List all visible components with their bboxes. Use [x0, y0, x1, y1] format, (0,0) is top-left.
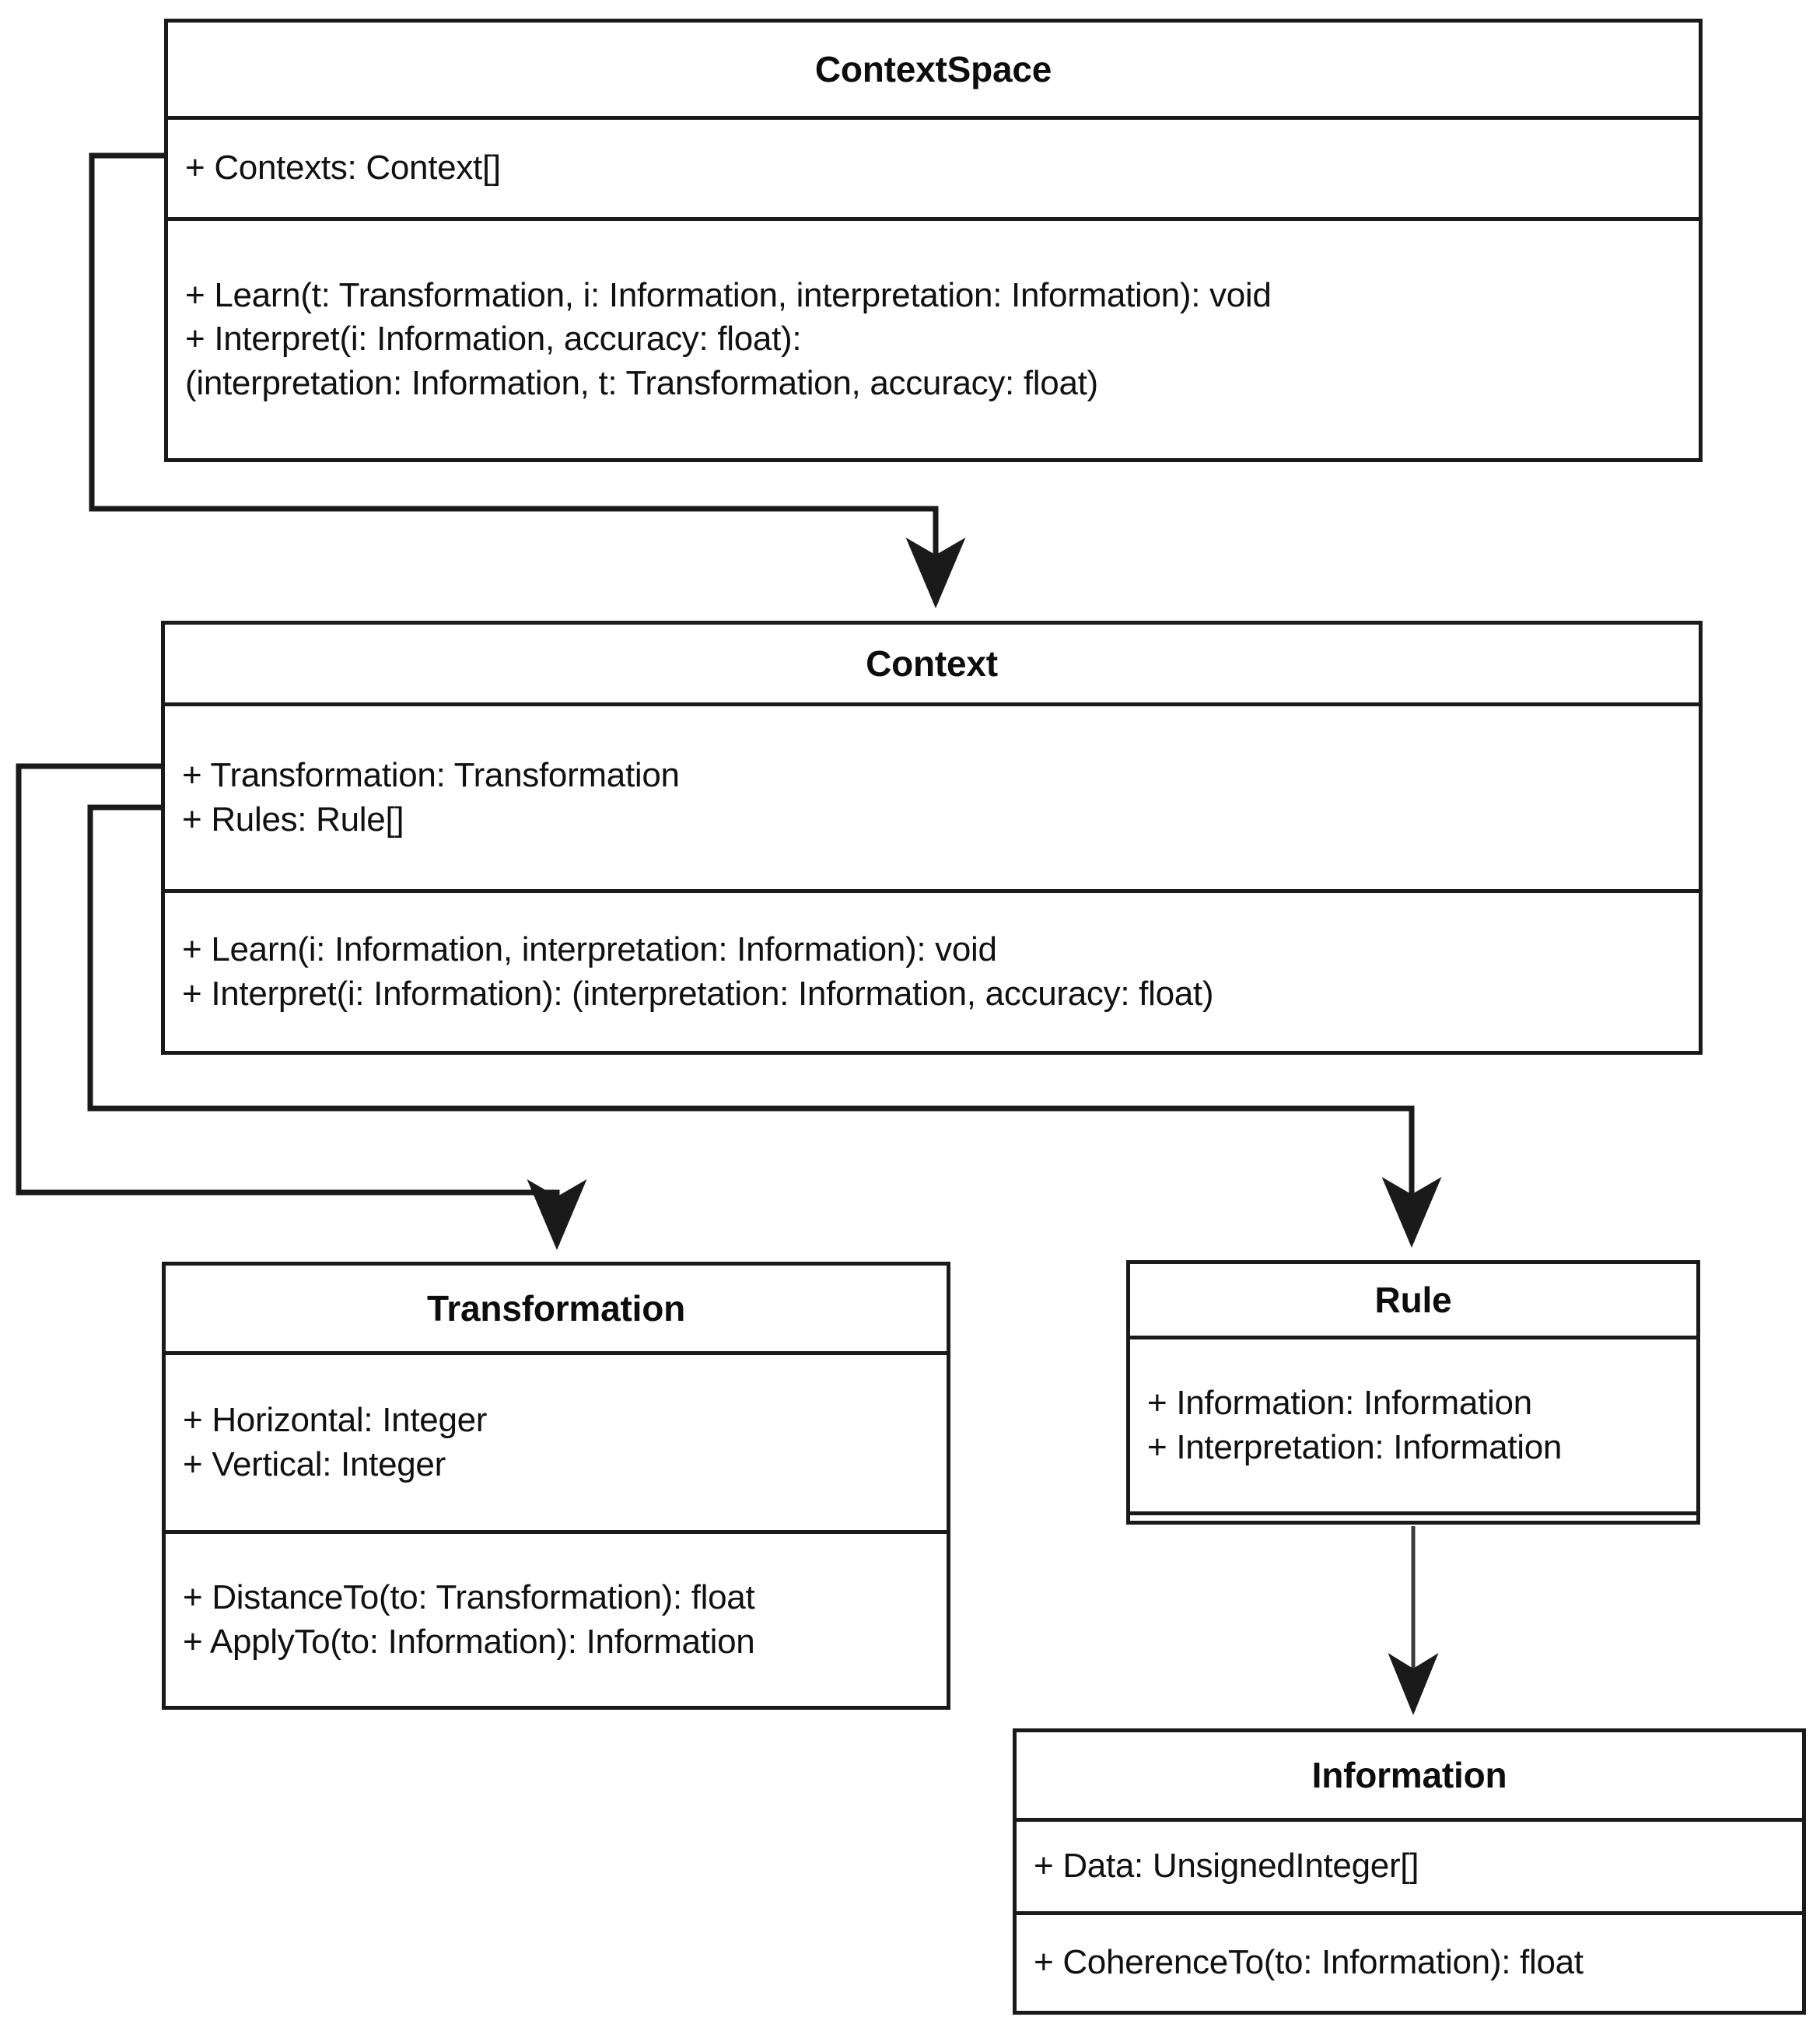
- attribute-row: + Data: UnsignedInteger[]: [1034, 1847, 1419, 1886]
- attribute-row: + Horizontal: Integer: [183, 1401, 488, 1440]
- operation-row: (interpretation: Information, t: Transfo…: [185, 363, 1098, 402]
- operations-compartment-transformation: + DistanceTo(to: Transformation): float …: [166, 1530, 947, 1706]
- class-name-context: Context: [866, 643, 998, 684]
- class-box-rule[interactable]: Rule + Information: Information + Interp…: [1126, 1260, 1700, 1525]
- class-name-transformation: Transformation: [426, 1288, 686, 1329]
- operation-row: + Interpret(i: Information): (interpreta…: [182, 974, 1214, 1013]
- attribute-row: + Contexts: Context[]: [185, 149, 501, 187]
- attribute-row: + Transformation: Transformation: [182, 756, 680, 795]
- operation-row: + DistanceTo(to: Transformation): float: [183, 1578, 755, 1617]
- attributes-compartment-rule: + Information: Information + Interpretat…: [1130, 1336, 1696, 1511]
- attributes-compartment-information: + Data: UnsignedInteger[]: [1017, 1818, 1802, 1911]
- class-box-context[interactable]: Context + Transformation: Transformation…: [161, 621, 1703, 1055]
- class-box-contextspace[interactable]: ContextSpace + Contexts: Context[] + Lea…: [164, 19, 1703, 462]
- operation-row: + ApplyTo(to: Information): Information: [183, 1622, 755, 1661]
- operation-row: + CoherenceTo(to: Information): float: [1034, 1943, 1584, 1982]
- operations-compartment-rule: [1130, 1511, 1696, 1521]
- attribute-row: + Information: Information: [1147, 1384, 1532, 1423]
- operations-compartment-information: + CoherenceTo(to: Information): float: [1017, 1911, 1802, 2011]
- class-name-rule: Rule: [1374, 1280, 1452, 1320]
- attributes-compartment-context: + Transformation: Transformation + Rules…: [165, 702, 1699, 889]
- operations-compartment-contextspace: + Learn(t: Transformation, i: Informatio…: [168, 217, 1699, 458]
- class-box-transformation[interactable]: Transformation + Horizontal: Integer + V…: [162, 1262, 950, 1710]
- attribute-row: + Interpretation: Information: [1147, 1427, 1563, 1466]
- operation-row: + Interpret(i: Information, accuracy: fl…: [185, 320, 802, 359]
- attribute-row: + Rules: Rule[]: [182, 800, 404, 839]
- operation-row: + Learn(i: Information, interpretation: …: [182, 930, 997, 969]
- class-name-information: Information: [1311, 1755, 1507, 1795]
- class-box-information[interactable]: Information + Data: UnsignedInteger[] + …: [1013, 1728, 1806, 2015]
- attribute-row: + Vertical: Integer: [183, 1444, 446, 1483]
- operations-compartment-context: + Learn(i: Information, interpretation: …: [165, 889, 1699, 1051]
- operation-row: + Learn(t: Transformation, i: Informatio…: [185, 276, 1272, 315]
- attributes-compartment-transformation: + Horizontal: Integer + Vertical: Intege…: [166, 1351, 947, 1530]
- class-name-contextspace: ContextSpace: [814, 49, 1052, 89]
- attributes-compartment-contextspace: + Contexts: Context[]: [168, 116, 1699, 217]
